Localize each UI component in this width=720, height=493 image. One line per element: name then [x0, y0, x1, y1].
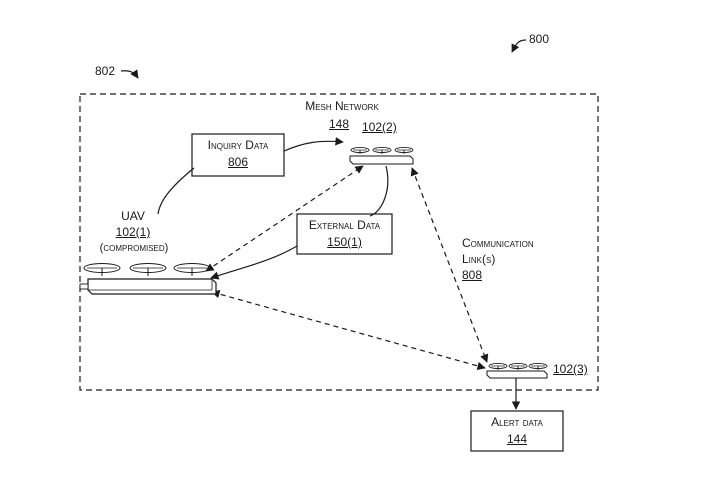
ref-arrow-802 [120, 69, 139, 79]
uav-3-drone [486, 362, 548, 379]
mesh-network-title: Mesh Network [305, 99, 379, 113]
uav-2-rotor-1 [350, 146, 370, 155]
ref-arrow-800 [511, 39, 527, 53]
inquiry-data-to-uav-2-arrow [283, 137, 344, 152]
uav-1-rotor-1 [83, 263, 121, 277]
uav-1-title: UAV [121, 209, 145, 223]
uav-2-rotor-3 [394, 146, 414, 155]
area-ref-802: 802 [95, 64, 116, 78]
uav-2-ref: 102(2) [362, 120, 397, 134]
uav-3-ref: 102(3) [553, 362, 588, 376]
uav-1-status: (compromised) [99, 242, 169, 254]
link-uav-1-uav-3 [211, 289, 486, 371]
uav-1-rotor-2 [129, 263, 167, 277]
figure-ref-800: 800 [529, 32, 550, 46]
external-data-to-uav-1-arrow [210, 245, 298, 280]
mesh-network-ref: 148 [329, 117, 350, 131]
external-data-ref: 150(1) [327, 235, 362, 249]
uav-3-rotor-1 [488, 362, 508, 371]
uav-3-rotor-2 [508, 362, 528, 371]
uav-1-rotor-3 [173, 263, 211, 277]
inquiry-data-title: Inquiry Data [207, 138, 269, 152]
communication-links-ref: 808 [462, 268, 483, 282]
uav-1-to-inquiry-data-curve [157, 167, 195, 215]
external-data-title: External Data [308, 218, 381, 232]
uav-2-drone [349, 146, 414, 165]
mesh-network-boundary [79, 93, 599, 391]
uav-3-rotor-3 [528, 362, 548, 371]
uav-2-to-external-data-curve [369, 165, 389, 217]
uav-2-rotor-2 [372, 146, 392, 155]
inquiry-data-ref: 806 [227, 155, 249, 169]
link-uav-1-uav-2 [205, 165, 364, 272]
uav-1-drone [79, 263, 217, 295]
communication-links-line2: Link(s) [462, 252, 496, 266]
uav-1-ref: 102(1) [115, 225, 151, 239]
alert-data-title: Alert data [491, 415, 543, 429]
communication-links-line1: Communication [462, 236, 534, 250]
alert-data-ref: 144 [506, 432, 528, 446]
alert-data-box [470, 410, 564, 452]
uav-1-body [87, 278, 217, 295]
